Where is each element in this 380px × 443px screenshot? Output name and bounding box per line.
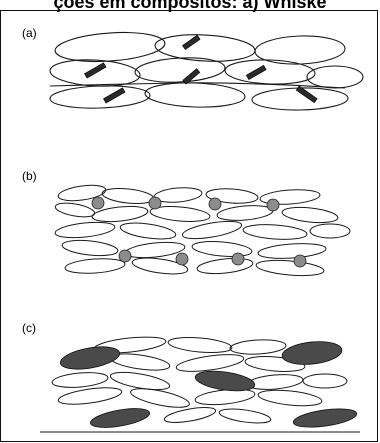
grain [307,66,363,88]
grain [61,238,118,258]
grain [163,405,216,426]
particle [149,197,161,209]
particle [176,253,188,265]
grain [281,205,338,225]
grain [65,257,126,275]
grain [216,204,273,223]
grain [230,339,287,356]
grain [310,224,350,238]
grain [51,371,108,390]
grain [255,34,346,65]
particle [232,253,244,265]
grain [257,388,322,409]
whisker [246,65,266,79]
grain [119,220,176,242]
platelet [194,368,256,394]
grain [243,223,308,241]
grain [54,29,166,65]
grain [50,84,151,109]
grain [129,385,191,411]
grain [145,81,246,108]
whisker [183,69,200,84]
platelet [281,339,343,367]
grain [246,373,303,392]
particle [294,255,306,267]
grain [258,242,327,261]
particle [267,199,279,211]
platelet [59,343,122,373]
grain [134,56,225,85]
platelet [89,405,151,431]
grain [54,201,95,220]
grain [225,58,316,85]
grain [57,385,122,408]
particle [119,250,131,262]
grain [54,220,115,240]
whisker [84,63,106,78]
grain [303,374,347,388]
panel-a-whiskers [84,35,317,103]
grain [101,186,154,205]
whisker [103,88,125,103]
particle [92,197,104,209]
platelet [292,406,358,431]
grain [256,258,325,278]
particle [209,198,221,210]
grain [168,335,233,355]
grain [218,406,271,425]
grain [196,256,253,276]
whisker [182,35,200,49]
